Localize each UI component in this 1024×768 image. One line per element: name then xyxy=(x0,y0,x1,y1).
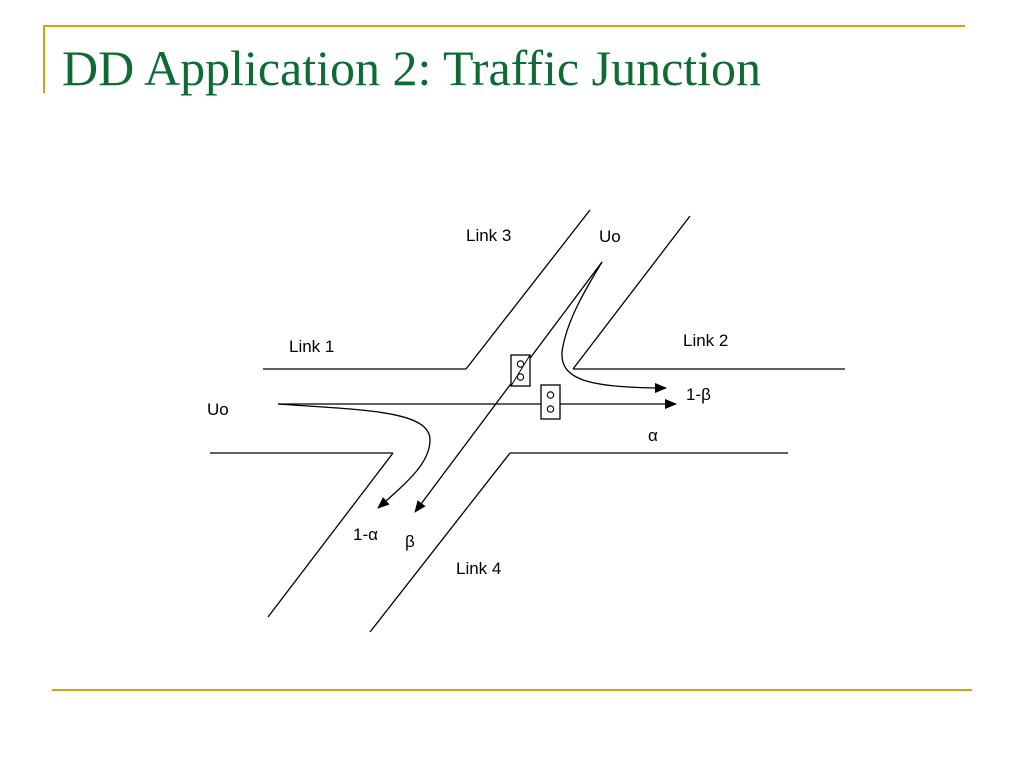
road-edges xyxy=(210,209,845,633)
label-one-minus-beta: 1-β xyxy=(686,385,711,404)
left-accent-rule xyxy=(43,25,45,93)
label-link3: Link 3 xyxy=(466,226,511,245)
traffic-flows xyxy=(277,261,677,513)
label-inflow-left: Uo xyxy=(207,400,229,419)
top-rule xyxy=(43,25,965,27)
traffic-signal-top xyxy=(510,354,531,387)
link4-left-edge xyxy=(267,452,394,618)
flow-left-turn-one-minus-alpha xyxy=(277,403,431,509)
label-beta: β xyxy=(405,532,415,551)
label-link1: Link 1 xyxy=(289,337,334,356)
link4-right-edge xyxy=(369,452,511,633)
flow-top-turn-one-minus-beta xyxy=(561,261,667,393)
label-inflow-top: Uo xyxy=(599,227,621,246)
link3-right-edge xyxy=(572,215,691,370)
traffic-signal-right xyxy=(540,384,561,420)
flow-top-straight-beta xyxy=(414,261,603,513)
label-link2: Link 2 xyxy=(683,331,728,350)
label-alpha: α xyxy=(648,426,658,445)
slide-title: DD Application 2: Traffic Junction xyxy=(62,40,762,96)
label-link4: Link 4 xyxy=(456,559,501,578)
label-one-minus-alpha: 1-α xyxy=(353,525,378,544)
link3-left-edge xyxy=(465,209,591,370)
bottom-rule xyxy=(52,689,972,691)
